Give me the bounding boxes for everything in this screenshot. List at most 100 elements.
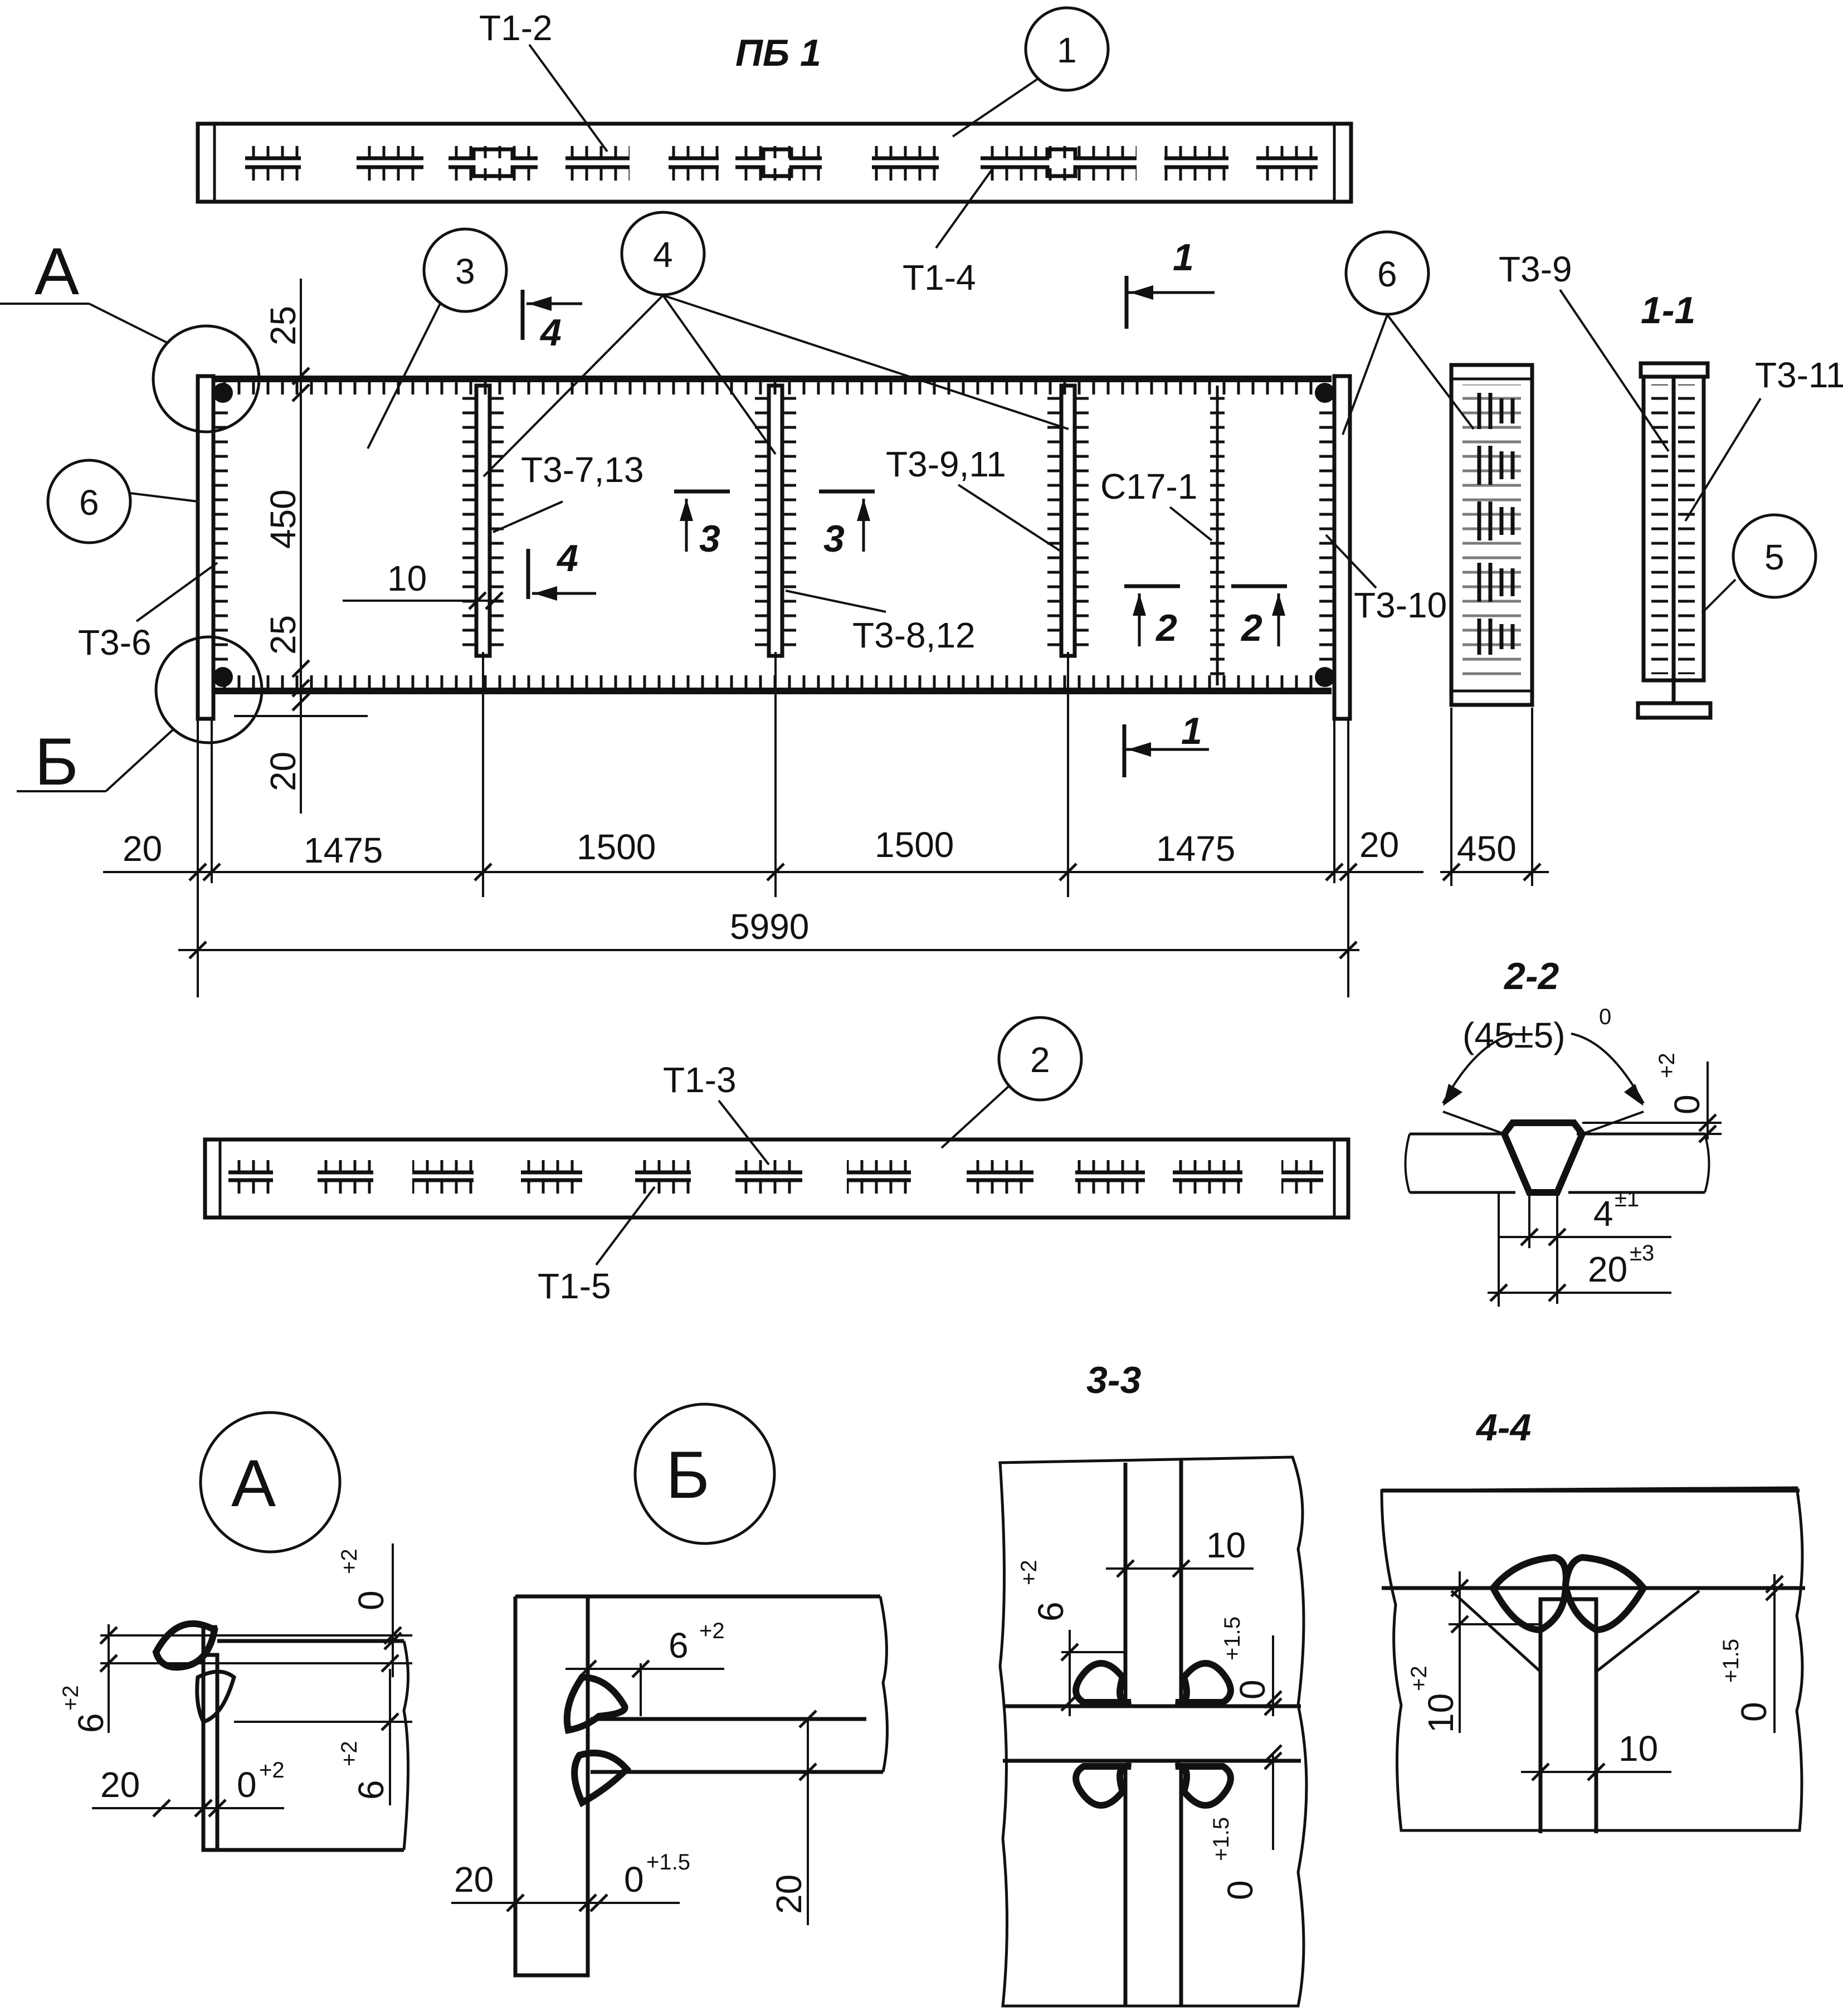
dim-20-right: 20	[1359, 825, 1399, 865]
position-balloon-2	[997, 1016, 1083, 1102]
detail-a-gap-a-sup: +2	[337, 1548, 362, 1574]
detail-b: Б 6 +2 20 20 0 +1.5	[451, 1403, 889, 1978]
weld-groups-bottom-flange	[228, 1160, 1323, 1194]
detail-b-gap: 0	[624, 1859, 644, 1900]
detail-4-4: 4-4 10 +2 0 +1.5 10	[1380, 1406, 1805, 1833]
section-title-3-3: 3-3	[1086, 1359, 1141, 1401]
position-number-2: 2	[1030, 1040, 1050, 1080]
detail-2-2-root: 4	[1593, 1194, 1613, 1234]
callout-letter-b: Б	[35, 724, 79, 799]
detail-b-leg: 6	[669, 1625, 689, 1666]
detail-b-width-vertical: 20	[769, 1874, 809, 1914]
stiffeners	[462, 383, 1089, 658]
position-balloon-5	[1732, 513, 1817, 599]
detail-4-4-leg-sup: +2	[1407, 1666, 1431, 1691]
detail-2-2: 2-2 (45±5) 0 0 +2 4 ±1 20 ±3	[1404, 955, 1722, 1307]
detail-3-3-leg-sup: +2	[1017, 1560, 1041, 1585]
position-balloon-3	[422, 227, 508, 313]
detail-2-2-angle: (45±5)	[1462, 1015, 1566, 1055]
dim-450-vertical: 450	[263, 489, 303, 549]
detail-2-2-width-sup: ±3	[1630, 1241, 1654, 1265]
weld-label-t1-2: Т1-2	[479, 8, 553, 48]
detail-4-4-leg: 10	[1421, 1693, 1461, 1733]
position-number-4: 4	[653, 235, 673, 275]
section-mark-3-left: 3	[699, 518, 720, 560]
detail-4-4-gap-sup: +1.5	[1719, 1639, 1743, 1683]
dim-5990-total: 5990	[730, 907, 809, 947]
position-balloon-1	[1024, 6, 1110, 92]
section-mark-2-left: 2	[1155, 607, 1177, 649]
dim-1500-a: 1500	[577, 827, 656, 867]
section-title-2-2: 2-2	[1503, 955, 1559, 997]
weld-label-c17-1: С17-1	[1100, 466, 1197, 507]
weld-label-t3-11: Т3-11	[1755, 355, 1843, 395]
dim-1475-left: 1475	[304, 830, 383, 870]
section-mark-4-bottom: 4	[556, 537, 578, 580]
detail-3-3-gap-b: 0	[1220, 1880, 1260, 1900]
position-number-1: 1	[1057, 30, 1077, 70]
detail-3-3-gap-b-sup: +1.5	[1209, 1817, 1233, 1861]
detail-a-leg-b-sup: +2	[337, 1741, 362, 1766]
detail-3-3-gap-a-sup: +1.5	[1220, 1616, 1245, 1660]
detail-a-gap-b-sup: +2	[259, 1758, 285, 1783]
drawing-title: ПБ 1	[735, 32, 821, 74]
detail-4-4-width: 10	[1618, 1728, 1658, 1769]
callout-letter-a: А	[35, 234, 79, 309]
detail-b-gap-sup: +1.5	[646, 1850, 690, 1874]
detail-4-4-gap: 0	[1734, 1702, 1774, 1722]
section-title-1-1: 1-1	[1641, 289, 1695, 332]
position-balloon-4	[620, 211, 706, 296]
detail-3-3-leg: 6	[1031, 1601, 1071, 1621]
detail-a-leg-b: 6	[351, 1780, 391, 1800]
callout-circle-a	[152, 324, 261, 434]
end-plate-side-view: 450	[1440, 363, 1549, 886]
position-number-3: 3	[455, 251, 475, 291]
detail-a-circle	[199, 1411, 342, 1554]
dim-20-vertical: 20	[263, 752, 303, 791]
weld-label-t1-4: Т1-4	[903, 257, 976, 298]
end-plate-weld-groups	[1477, 393, 1515, 655]
detail-b-leg-sup: +2	[699, 1619, 725, 1643]
section-title-4-4: 4-4	[1475, 1406, 1531, 1449]
detail-a: А 6 +2 0 +2 6 +2 20 0 +2	[58, 1411, 412, 1852]
detail-3-3-width: 10	[1206, 1525, 1246, 1565]
detail-2-2-width: 20	[1588, 1249, 1627, 1289]
section-mark-4-top: 4	[539, 311, 562, 354]
dim-450-horizontal: 450	[1457, 829, 1517, 869]
dim-25-top: 25	[263, 306, 303, 345]
detail-a-leg-a: 6	[71, 1713, 111, 1733]
weld-label-t3-9: Т3-9	[1499, 249, 1572, 289]
detail-3-3-gap-a: 0	[1232, 1679, 1272, 1700]
detail-2-2-root-sup: ±1	[1615, 1187, 1639, 1211]
section-1-1: 1-1 Т3-9 Т3-11 5	[1499, 249, 1843, 720]
weld-label-t3-7-13: Т3-7,13	[521, 450, 644, 490]
weld-label-t3-6: Т3-6	[78, 622, 152, 663]
section-mark-2-right: 2	[1240, 607, 1262, 649]
callout-circle-b	[154, 635, 264, 744]
main-elevation: 3 4 6 6 А Б Т3-7,13 Т3-9,11 С17-1 Т3-8,1…	[0, 211, 1475, 997]
detail-a-label: А	[231, 1446, 276, 1521]
detail-a-leg-a-sup: +2	[58, 1685, 83, 1711]
weld-label-t3-9-11: Т3-9,11	[886, 444, 1006, 484]
weld-label-t1-5: Т1-5	[538, 1266, 611, 1306]
section-mark-3-right: 3	[823, 518, 845, 560]
detail-b-width: 20	[454, 1859, 494, 1900]
weld-label-t1-3: Т1-3	[663, 1060, 737, 1100]
position-number-6-right: 6	[1377, 254, 1397, 294]
detail-a-width: 20	[100, 1765, 140, 1805]
detail-2-2-angle-sup: 0	[1599, 1005, 1611, 1029]
weld-label-t3-8-12: Т3-8,12	[852, 615, 976, 655]
detail-3-3: 3-3 10 6 +2 0 +1.5 0 +1.5	[998, 1359, 1308, 2008]
position-number-6-left: 6	[79, 483, 99, 523]
detail-2-2-gap-sup: +2	[1655, 1053, 1679, 1078]
top-flange-plan: Т1-2 1 Т1-4	[196, 6, 1353, 298]
bottom-flange-plan: 2 Т1-3 Т1-5	[203, 1016, 1350, 1306]
dim-1475-right: 1475	[1156, 829, 1235, 869]
dim-1500-b: 1500	[875, 825, 954, 865]
dim-10-stiffener: 10	[387, 558, 427, 598]
dim-25-bottom: 25	[263, 615, 303, 655]
weld-label-t3-10: Т3-10	[1354, 585, 1447, 625]
dim-20-left: 20	[123, 829, 162, 869]
position-balloon-6-right	[1344, 230, 1430, 316]
